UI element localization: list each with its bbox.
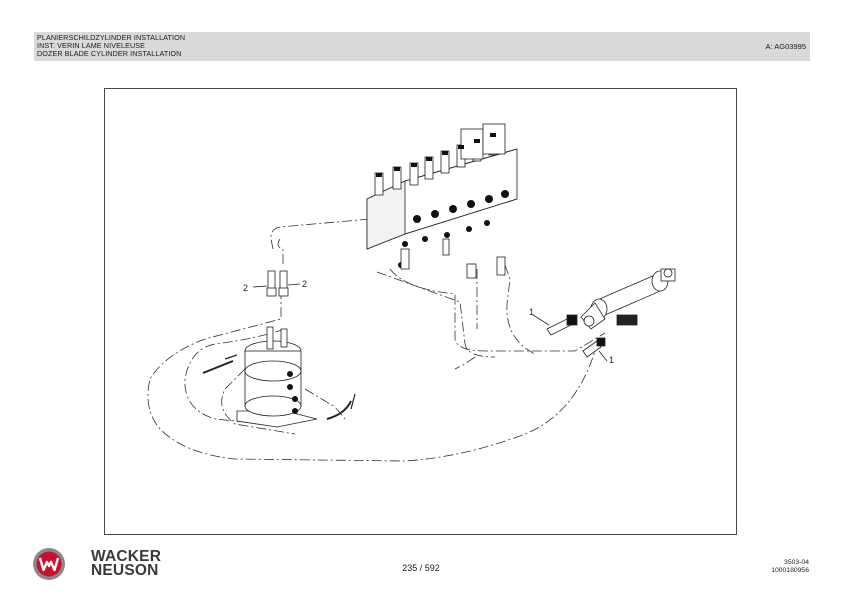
fitting-pair bbox=[252, 270, 301, 297]
exploded-view-drawing: 2 2 1 1 bbox=[147, 123, 676, 462]
hose-route-line bbox=[184, 328, 286, 425]
title-english: DOZER BLADE CYLINDER INSTALLATION bbox=[37, 49, 182, 59]
footer-codes: 3503-04 1000180956 bbox=[771, 559, 809, 575]
hose-fittings bbox=[202, 354, 356, 420]
hose-route-line bbox=[389, 268, 606, 352]
title-german: PLANIERSCHILDZYLINDER INSTALLATION bbox=[37, 33, 186, 42]
title-french: INST. VERIN LAME NIVELEUSE bbox=[37, 41, 146, 51]
document-code: A: AG03995 bbox=[765, 42, 806, 51]
hose-route-line bbox=[221, 368, 296, 435]
document-title: PLANIERSCHILDZYLINDER INSTALLATION INST.… bbox=[37, 33, 186, 59]
hydraulic-pump bbox=[236, 326, 318, 428]
callout-label-1: 1 bbox=[609, 355, 614, 365]
hose-route-line bbox=[277, 238, 284, 264]
brand-line-2: NEUSON bbox=[91, 562, 159, 579]
callout-label-1: 1 bbox=[529, 307, 534, 317]
hose-route-line bbox=[270, 218, 371, 250]
part-number: 1000180956 bbox=[771, 567, 809, 574]
brand-line-1: WACKER bbox=[91, 548, 162, 565]
cylinder-fittings bbox=[532, 314, 608, 362]
hose-route-line bbox=[454, 356, 476, 370]
callout-label-2: 2 bbox=[302, 279, 307, 289]
hose-route-line bbox=[376, 271, 496, 358]
hose-route-line bbox=[304, 388, 346, 420]
page-number: 235 / 592 bbox=[402, 563, 440, 573]
callout-label-2: 2 bbox=[243, 283, 248, 293]
figure-frame: 2 2 1 1 bbox=[104, 88, 737, 535]
section-code: 3503-04 bbox=[784, 559, 809, 566]
header-bar: PLANIERSCHILDZYLINDER INSTALLATION INST.… bbox=[34, 32, 810, 61]
hose-route-line bbox=[147, 289, 596, 462]
wacker-neuson-logo bbox=[33, 548, 65, 580]
hose-route-line bbox=[504, 264, 536, 355]
brand-wordmark: WACKER NEUSON bbox=[91, 548, 162, 579]
control-valve-block bbox=[366, 123, 518, 279]
dozer-blade-cylinder bbox=[580, 268, 676, 330]
